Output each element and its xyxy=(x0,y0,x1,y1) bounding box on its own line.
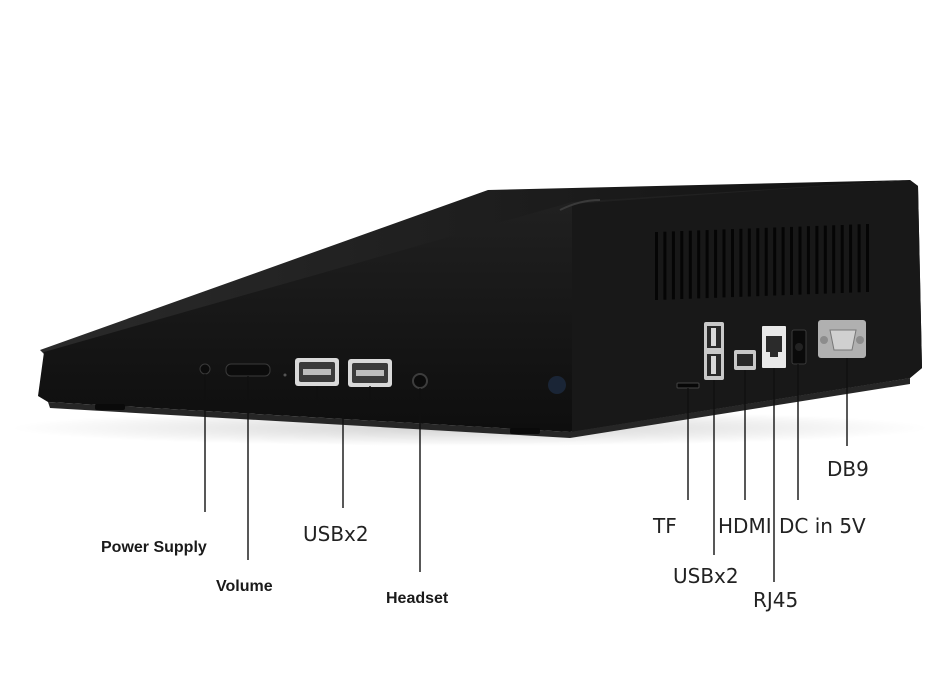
callout-lines-left xyxy=(204,374,421,572)
tf-slot[interactable] xyxy=(676,382,700,389)
vent-slot xyxy=(697,230,701,299)
vent-slot xyxy=(840,225,844,293)
vent-slot xyxy=(781,227,785,296)
vent-slot xyxy=(655,232,658,300)
device-foot xyxy=(95,404,125,410)
vent-slot xyxy=(790,226,793,295)
left-port-group xyxy=(199,358,428,389)
vent-slot xyxy=(764,227,768,296)
hdmi-port[interactable] xyxy=(734,350,756,370)
label-headset: Headset xyxy=(386,590,449,607)
usb-stack[interactable] xyxy=(704,322,724,380)
vent-slot xyxy=(806,226,810,295)
device-back-face xyxy=(572,180,922,432)
vent-slot xyxy=(857,224,861,293)
power-button[interactable] xyxy=(199,363,211,375)
label-hdmi: HDMI xyxy=(718,514,772,538)
label-usb-right: USBx2 xyxy=(673,564,739,588)
vent-slot xyxy=(849,224,853,293)
vent-grille xyxy=(655,224,869,300)
device-top-face xyxy=(40,180,910,354)
vent-slot xyxy=(663,231,667,300)
device-body xyxy=(38,180,922,438)
usb-port[interactable] xyxy=(295,358,339,386)
device-corner-highlight xyxy=(559,199,601,211)
label-power-supply: Power Supply xyxy=(101,539,207,556)
vent-slot xyxy=(671,231,675,300)
vent-slot xyxy=(731,229,734,298)
vent-slot xyxy=(815,225,819,294)
vent-slot xyxy=(823,225,827,294)
watermark-logo xyxy=(548,376,566,394)
vent-slot xyxy=(866,224,869,292)
label-dc-in: DC in 5V xyxy=(779,514,866,538)
vent-slot xyxy=(756,228,760,297)
dc-jack[interactable] xyxy=(791,329,807,365)
label-volume: Volume xyxy=(216,578,273,595)
led-dot xyxy=(283,373,287,377)
vent-slot xyxy=(832,225,836,294)
vent-slot xyxy=(739,228,743,297)
device-foot xyxy=(510,428,540,434)
device-bottom-edge xyxy=(48,378,910,438)
vent-slot xyxy=(747,228,751,297)
right-port-group xyxy=(676,320,866,389)
label-db9: DB9 xyxy=(827,457,869,481)
rj45-port[interactable] xyxy=(762,326,786,368)
label-rj45: RJ45 xyxy=(753,588,799,612)
vent-slot xyxy=(688,230,692,299)
vent-slot xyxy=(773,227,777,296)
callout-lines-right xyxy=(687,358,848,582)
vent-slot xyxy=(714,229,718,298)
label-tf: TF xyxy=(653,514,677,538)
volume-rocker[interactable] xyxy=(225,363,271,377)
vent-slot xyxy=(722,229,726,298)
label-usb-left: USBx2 xyxy=(303,522,369,546)
usb-port[interactable] xyxy=(348,359,392,387)
vent-slot xyxy=(680,231,684,299)
headset-jack[interactable] xyxy=(412,373,428,389)
vent-slot xyxy=(705,230,709,299)
db9-connector[interactable] xyxy=(818,320,866,358)
vent-slot xyxy=(798,226,802,295)
